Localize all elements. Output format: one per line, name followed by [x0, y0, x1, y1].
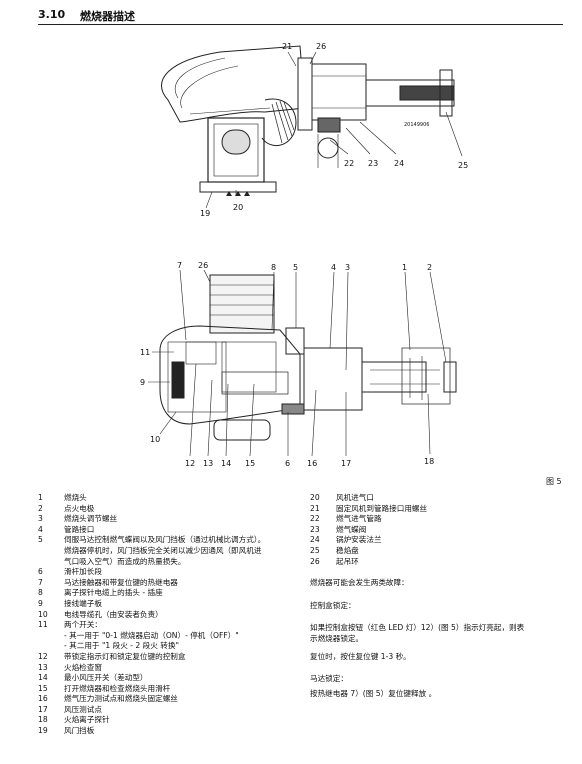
callout-21: 21: [282, 42, 292, 51]
blast-tube-top: [311, 63, 367, 121]
figure-label: 图 5: [546, 477, 562, 486]
legend-item: - 其二用于 "1 段火 - 2 段火 转换": [64, 641, 179, 651]
damper-fan: [261, 98, 297, 146]
control-box-lockout-title: 控制盒锁定：: [310, 601, 356, 610]
servomotor-5: [285, 327, 305, 355]
fan-inlet-side: [213, 419, 271, 441]
callout-10: 10: [150, 435, 160, 444]
gas-valve-top: [317, 117, 341, 133]
stabiliser-disc-top: [439, 69, 453, 117]
pipe-connection-4: [303, 347, 363, 411]
callout-15: 15: [245, 459, 255, 468]
header-rule: [38, 24, 563, 25]
section-title: 燃烧器描述: [80, 10, 135, 23]
callout-5: 5: [293, 263, 298, 272]
blast-tube-side: [361, 361, 427, 393]
callout-16: 16: [307, 459, 317, 468]
callout-7: 7: [177, 261, 182, 270]
legend-item: - 其一用于 "0-1 燃烧器启动（ON）- 停机（OFF）": [64, 630, 239, 640]
callout-22: 22: [344, 159, 354, 168]
motor-lockout-title: 马达锁定：: [310, 674, 348, 683]
control-box-lockout-line2: 示燃烧器锁定。: [310, 634, 364, 643]
callout-19: 19: [200, 209, 210, 218]
callout-1: 1: [402, 263, 407, 272]
callout-2: 2: [427, 263, 432, 272]
callout-3: 3: [345, 263, 350, 272]
burner-diagram: 21 26 20 19 22 23 24 25 20149906 7 26 8 …: [140, 42, 468, 468]
faults-intro: 燃烧器可能会发生两类故障：: [310, 578, 409, 587]
callout-12: 12: [185, 459, 195, 468]
callout-17: 17: [341, 459, 351, 468]
fan-inlet-top: [199, 181, 277, 193]
motor-lockout-line: 按热继电器 7）(图 5）复位键释放 。: [310, 689, 437, 698]
section-number: 3.10: [38, 8, 66, 21]
air-pressure-switch: [281, 403, 305, 415]
gas-inlet-pipe-top: [317, 137, 339, 159]
control-box-12: [185, 341, 217, 365]
callout-25: 25: [458, 161, 468, 170]
callout-11: 11: [140, 348, 150, 357]
legend-item: 气口吸入空气）而造成的热量损失。: [64, 556, 186, 566]
callout-4: 4: [331, 263, 336, 272]
callout-9: 9: [140, 378, 145, 387]
callout-20: 20: [233, 203, 243, 212]
callout-6: 6: [285, 459, 290, 468]
terminal-board-9: [171, 361, 185, 399]
callout-8: 8: [271, 263, 276, 272]
drawing-code: 20149906: [404, 122, 429, 128]
combustion-head-1: [401, 347, 451, 405]
callout-14: 14: [221, 459, 231, 468]
callout-24: 24: [394, 159, 404, 168]
ignition-electrode-2: [443, 361, 457, 393]
fan-motor: [209, 274, 275, 334]
legend-item: 燃烧器停机时，风门挡板完全关闭以减少因通风（即风机进: [64, 545, 262, 555]
callout-23: 23: [368, 159, 378, 168]
callout-26: 26: [316, 42, 326, 51]
control-box-reset: 复位时，按住复位键 1-3 秒。: [310, 652, 411, 661]
callout-18: 18: [424, 457, 434, 466]
section-header: 3.10 燃烧器描述: [38, 8, 558, 24]
callout-26b: 26: [198, 261, 208, 270]
flange-top: [297, 57, 313, 131]
callout-13: 13: [203, 459, 213, 468]
control-box-lockout-line1: 如果控制盒按钮（红色 LED 灯）12）(图 5）指示灯亮起，则表: [310, 623, 525, 632]
